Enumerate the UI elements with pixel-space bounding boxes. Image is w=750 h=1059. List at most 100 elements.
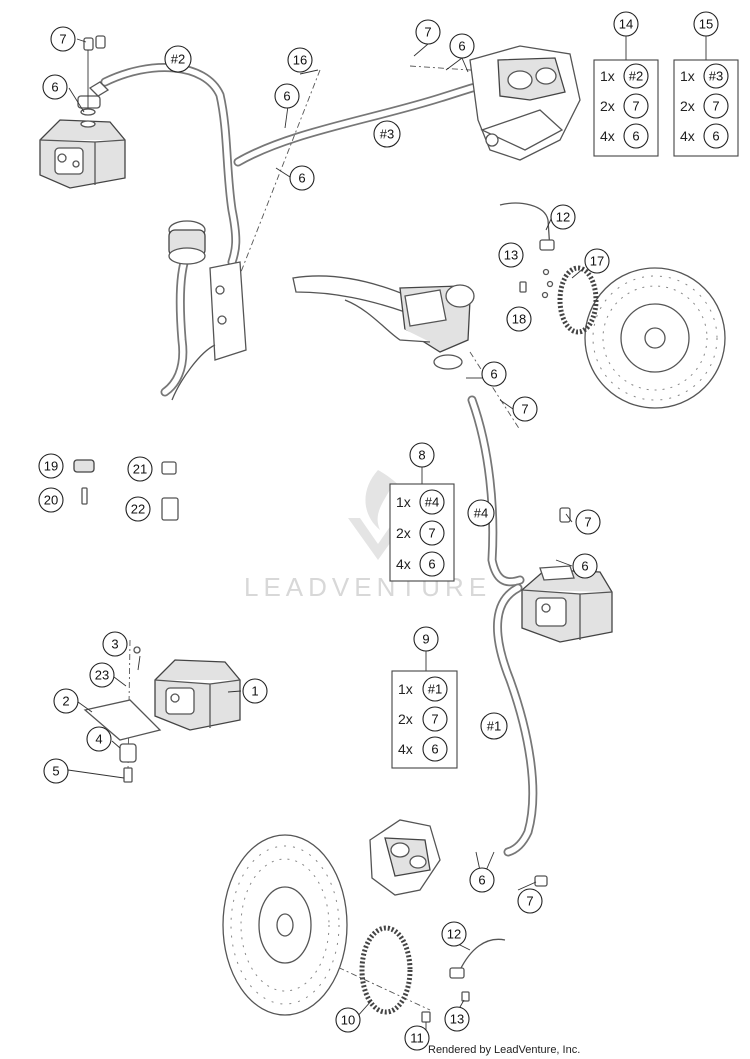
hose-label-group: #2 #3 #4 #1 xyxy=(164,45,508,740)
kit-box-14: 14 1x #2 2x 7 4x 6 xyxy=(593,11,659,157)
kit-part: 7 xyxy=(419,520,445,546)
front-abs-tone-wheel xyxy=(359,925,413,1015)
hose-label: #2 xyxy=(164,45,192,73)
part-callout: 17 xyxy=(584,248,610,274)
part-callout: 13 xyxy=(444,1006,470,1032)
part-callout: 18 xyxy=(506,306,532,332)
kit-part-number: 7 xyxy=(632,99,639,114)
part-callout: 7 xyxy=(575,509,601,535)
kit-part: 6 xyxy=(422,736,448,762)
kit-part-number: 7 xyxy=(431,712,438,727)
part-callout: 12 xyxy=(550,204,576,230)
kit-part-number: 7 xyxy=(428,526,435,541)
hose-label-text: #3 xyxy=(380,127,394,142)
abs-hydraulic-unit-top xyxy=(39,81,126,189)
part-number: 19 xyxy=(44,459,58,474)
part-number: 20 xyxy=(44,493,58,508)
kit-number: 15 xyxy=(699,17,713,32)
kit-number: 9 xyxy=(422,632,429,647)
watermark-flame-icon xyxy=(365,470,411,530)
part-number: 18 xyxy=(512,312,526,327)
part-callout: 7 xyxy=(517,888,543,914)
rear-wheel-speed-sensor xyxy=(499,202,555,299)
kit-part-number: 6 xyxy=(632,129,639,144)
part-number: 6 xyxy=(581,559,588,574)
brake-hose-1 xyxy=(493,583,538,857)
part-callout: 13 xyxy=(498,242,524,268)
part-number: 13 xyxy=(504,248,518,263)
hose-label: #1 xyxy=(480,712,508,740)
part-number: 6 xyxy=(478,873,485,888)
part-number: 6 xyxy=(298,171,305,186)
part-callout: 6 xyxy=(572,553,598,579)
kit-label: 9 xyxy=(413,626,439,652)
hose-label-text: #2 xyxy=(171,52,185,67)
part-callout: 12 xyxy=(441,921,467,947)
kit-qty: 1x xyxy=(396,494,411,510)
abs-hydraulic-unit-front xyxy=(521,507,613,643)
kit-box-8: 8 1x #4 2x 7 4x 6 xyxy=(389,442,455,582)
part-callout: 4 xyxy=(86,726,112,752)
part-callout: 7 xyxy=(415,19,441,45)
part-callout: 19 xyxy=(38,453,64,479)
abs-unit-assembly xyxy=(154,659,241,731)
front-brake-caliper xyxy=(369,819,548,896)
part-number: 12 xyxy=(556,210,570,225)
part-callout: 2 xyxy=(53,688,79,714)
part-callout: 16 xyxy=(287,47,313,73)
part-callout: 1 xyxy=(242,678,268,704)
center-line xyxy=(229,69,321,301)
part-number: 11 xyxy=(410,1031,424,1046)
leader-lines xyxy=(67,38,585,1036)
part-number: 6 xyxy=(490,367,497,382)
part-number: 7 xyxy=(59,32,66,47)
kit-part: 6 xyxy=(419,551,445,577)
kit-part: 6 xyxy=(703,123,729,149)
hose-label: #4 xyxy=(467,499,495,527)
part-number: 4 xyxy=(95,732,102,747)
center-line xyxy=(469,351,521,431)
kit-part: #1 xyxy=(422,676,448,702)
part-number: 21 xyxy=(133,462,147,477)
kit-part: #2 xyxy=(623,63,649,89)
kit-number: 14 xyxy=(619,17,633,32)
kit-part: #3 xyxy=(703,63,729,89)
hose-label: #3 xyxy=(373,120,401,148)
part-number: 16 xyxy=(293,53,307,68)
kit-qty: 2x xyxy=(600,98,615,114)
part-callout: 7 xyxy=(512,396,538,422)
part-number: 3 xyxy=(111,637,118,652)
kit-part: 7 xyxy=(422,706,448,732)
part-callout: 10 xyxy=(335,1007,361,1033)
kit-part-number: 7 xyxy=(712,99,719,114)
kit-label: 14 xyxy=(613,11,639,37)
front-brake-lever xyxy=(292,275,475,370)
part-callout: 6 xyxy=(481,361,507,387)
kit-qty: 4x xyxy=(398,741,413,757)
part-number: 13 xyxy=(450,1012,464,1027)
kit-box-15: 15 1x #3 2x 7 4x 6 xyxy=(673,11,739,157)
kit-qty: 2x xyxy=(398,711,413,727)
part-callouts: 7 6 16 6 6 7 6 12 13 17 18 6 7 19 20 21 … xyxy=(38,19,610,1051)
part-number: 23 xyxy=(95,668,109,683)
kit-qty: 1x xyxy=(398,681,413,697)
kit-part-number: #2 xyxy=(629,69,643,84)
clip-parts xyxy=(73,459,179,521)
part-number: 12 xyxy=(447,927,461,942)
part-callout: 6 xyxy=(289,165,315,191)
kit-part-number: #3 xyxy=(709,69,723,84)
part-callout: 6 xyxy=(42,74,68,100)
part-callout: 20 xyxy=(38,487,64,513)
kit-qty: 2x xyxy=(396,525,411,541)
kit-qty: 4x xyxy=(600,128,615,144)
brake-hose-3 xyxy=(233,79,495,167)
part-number: 7 xyxy=(584,515,591,530)
kit-qty: 2x xyxy=(680,98,695,114)
brake-hose-4 xyxy=(467,395,525,587)
kit-part: 7 xyxy=(703,93,729,119)
kit-label: 8 xyxy=(409,442,435,468)
kit-part-number: 6 xyxy=(712,129,719,144)
part-number: 22 xyxy=(131,502,145,517)
part-callout: 6 xyxy=(274,83,300,109)
rear-abs-tone-wheel xyxy=(557,265,599,335)
